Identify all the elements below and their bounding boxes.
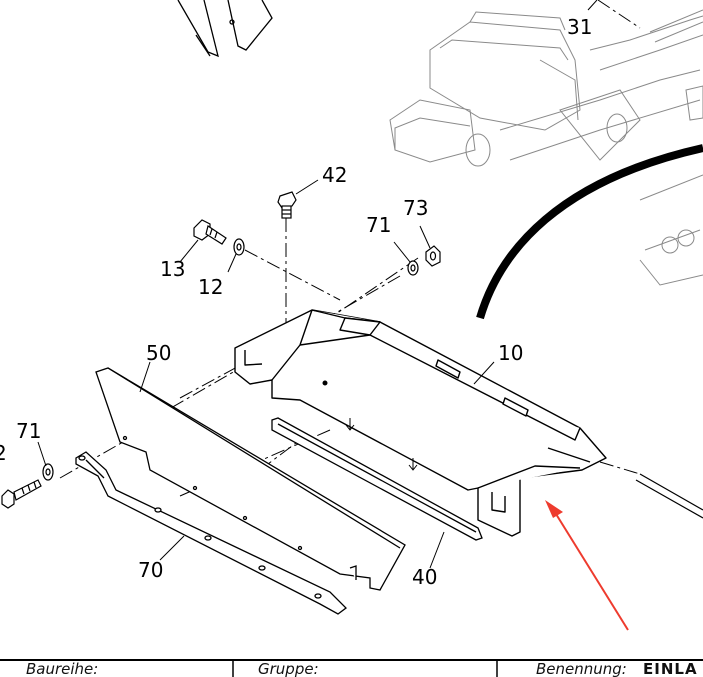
- benennung-label: Benennung:: [536, 660, 627, 677]
- label-part-71-lower: 71: [16, 419, 41, 443]
- label-part-73: 73: [403, 196, 428, 220]
- partial-bracket-top: [177, 0, 273, 58]
- label-part-2: 2: [0, 441, 7, 465]
- washer-71-lower: [42, 463, 54, 481]
- bolt-2: [1, 479, 42, 509]
- baureihe-label: Baureihe:: [26, 660, 99, 677]
- label-part-70: 70: [138, 558, 163, 582]
- label-part-10: 10: [498, 341, 523, 365]
- ghost-frame-assembly: [389, 9, 703, 286]
- label-part-12: 12: [198, 275, 223, 299]
- cable: [476, 144, 703, 320]
- washer-12: [233, 238, 245, 256]
- plate-part-50: [95, 367, 406, 591]
- title-block-frame: [0, 659, 703, 677]
- label-part-42: 42: [322, 163, 347, 187]
- hole-markers: [345, 418, 418, 471]
- strip-part-70: [75, 451, 347, 615]
- label-part-13: 13: [160, 257, 185, 281]
- label-part-40: 40: [412, 565, 437, 589]
- label-part-50: 50: [146, 341, 171, 365]
- bolt-13: [193, 219, 227, 245]
- nut-73: [425, 245, 441, 267]
- bar-part-40: [271, 417, 483, 541]
- bracket-part-10: [234, 309, 607, 537]
- leader-lines: [37, 0, 598, 569]
- rod: [635, 473, 703, 519]
- washer-71-upper: [407, 260, 419, 276]
- red-indicator-arrow: [545, 500, 629, 631]
- label-part-31: 31: [567, 15, 592, 39]
- label-part-71-upper: 71: [366, 213, 391, 237]
- benennung-value: EINLA: [643, 660, 698, 677]
- bolt-42: [277, 191, 297, 219]
- gruppe-label: Gruppe:: [258, 660, 319, 677]
